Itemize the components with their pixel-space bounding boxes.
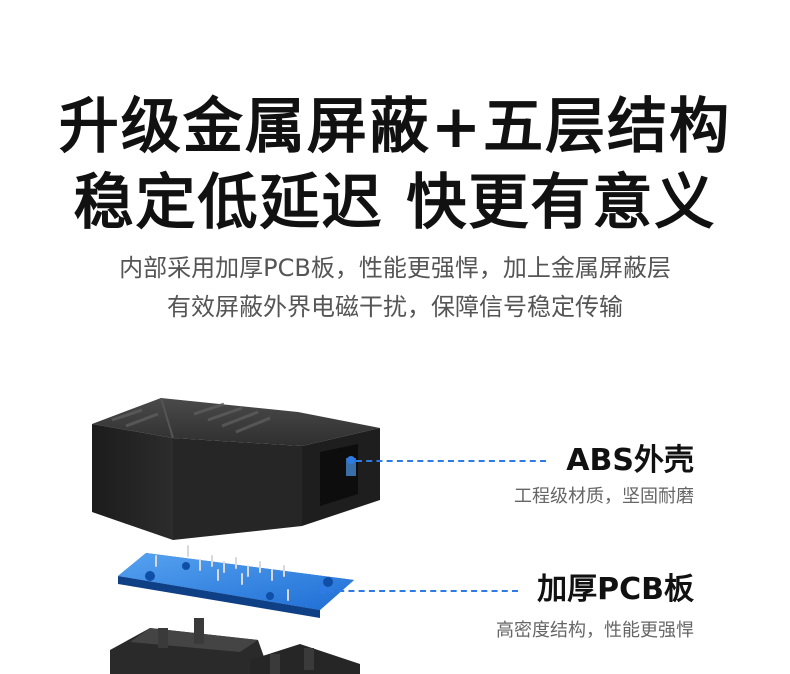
subtitle-line-1: 内部采用加厚PCB板，性能更强悍，加上金属屏蔽层 [119,254,671,282]
abs-shell-title: ABS外壳 [566,443,694,478]
abs-callout-leader [356,460,546,462]
abs-housing [92,397,380,540]
pcb-callout-dot [319,586,327,594]
pcb-board-description: 高密度结构，性能更强悍 [496,620,694,641]
pcb-board-title: 加厚PCB板 [537,572,694,607]
subtitle-line-2: 有效屏蔽外界电磁干扰，保障信号稳定传输 [167,293,623,321]
abs-shell-description: 工程级材质，坚固耐磨 [514,486,694,507]
headline-line-1: 升级金属屏蔽+五层结构 [58,92,732,162]
pcb-callout-leader [328,590,518,592]
headline-line-2: 稳定低延迟 快更有意义 [73,168,717,238]
abs-callout-dot [347,456,355,464]
pcb-board [118,545,354,618]
metal-shield-layer [110,618,360,674]
